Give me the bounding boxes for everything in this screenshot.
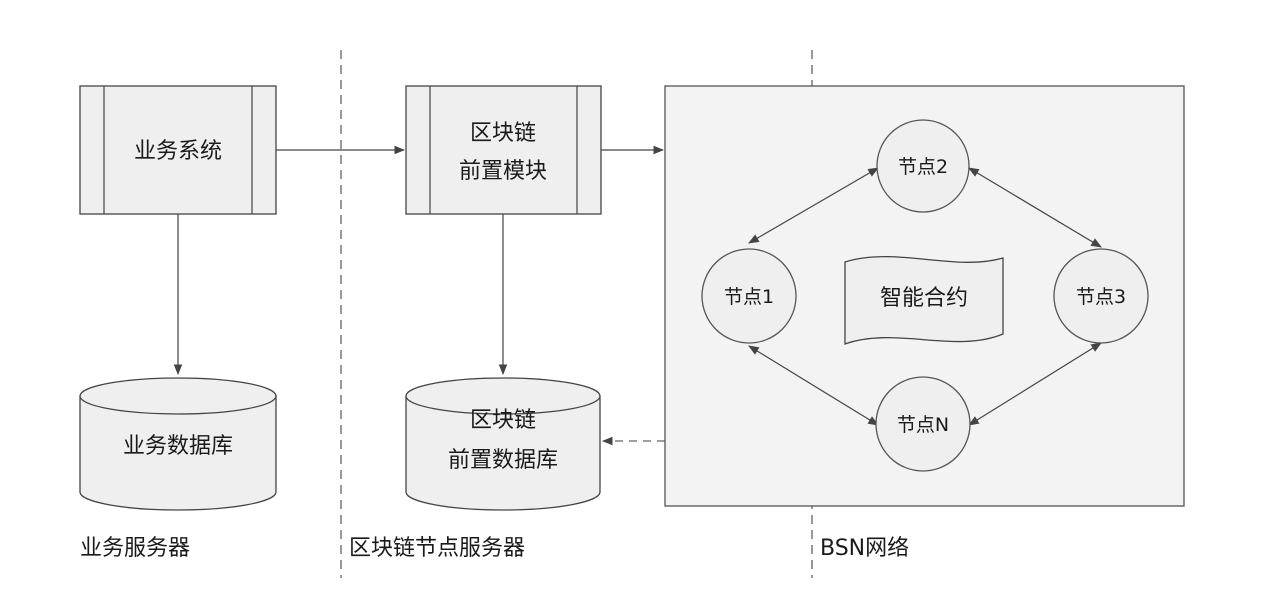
link-node1-nodeN xyxy=(748,345,879,426)
business-system-box: 业务系统 xyxy=(79,85,277,215)
node-1-label: 节点1 xyxy=(724,286,774,308)
node-2: 节点2 xyxy=(876,119,970,213)
node-n-label: 节点N xyxy=(897,414,949,436)
blockchain-front-database-label-1: 区块链 xyxy=(470,408,536,433)
blockchain-front-database-label-2: 前置数据库 xyxy=(448,448,558,473)
blockchain-front-module-label-1: 区块链 xyxy=(470,121,536,146)
business-database-cylinder: 业务数据库 xyxy=(79,377,277,511)
link-node1-node2 xyxy=(748,167,879,244)
blockchain-front-module-label-2: 前置模块 xyxy=(459,159,547,184)
business-database-label: 业务数据库 xyxy=(123,434,233,459)
link-node2-node3 xyxy=(968,167,1102,248)
section-label-business-server: 业务服务器 xyxy=(80,536,190,561)
smart-contract-label: 智能合约 xyxy=(880,286,968,311)
smart-contract-shape: 智能合约 xyxy=(844,255,1004,345)
node-3-label: 节点3 xyxy=(1076,286,1126,308)
section-label-blockchain-node-server: 区块链节点服务器 xyxy=(349,536,525,561)
section-label-bsn-network: BSN网络 xyxy=(820,536,909,561)
node-n: 节点N xyxy=(875,376,971,472)
node-1: 节点1 xyxy=(701,248,797,344)
node-3: 节点3 xyxy=(1053,248,1149,344)
node-2-label: 节点2 xyxy=(898,156,948,178)
blockchain-front-module-box: 区块链 前置模块 xyxy=(405,85,602,215)
business-system-label: 业务系统 xyxy=(134,139,222,164)
blockchain-front-database-cylinder: 区块链 前置数据库 xyxy=(405,377,601,511)
link-nodeN-node3 xyxy=(968,342,1102,426)
